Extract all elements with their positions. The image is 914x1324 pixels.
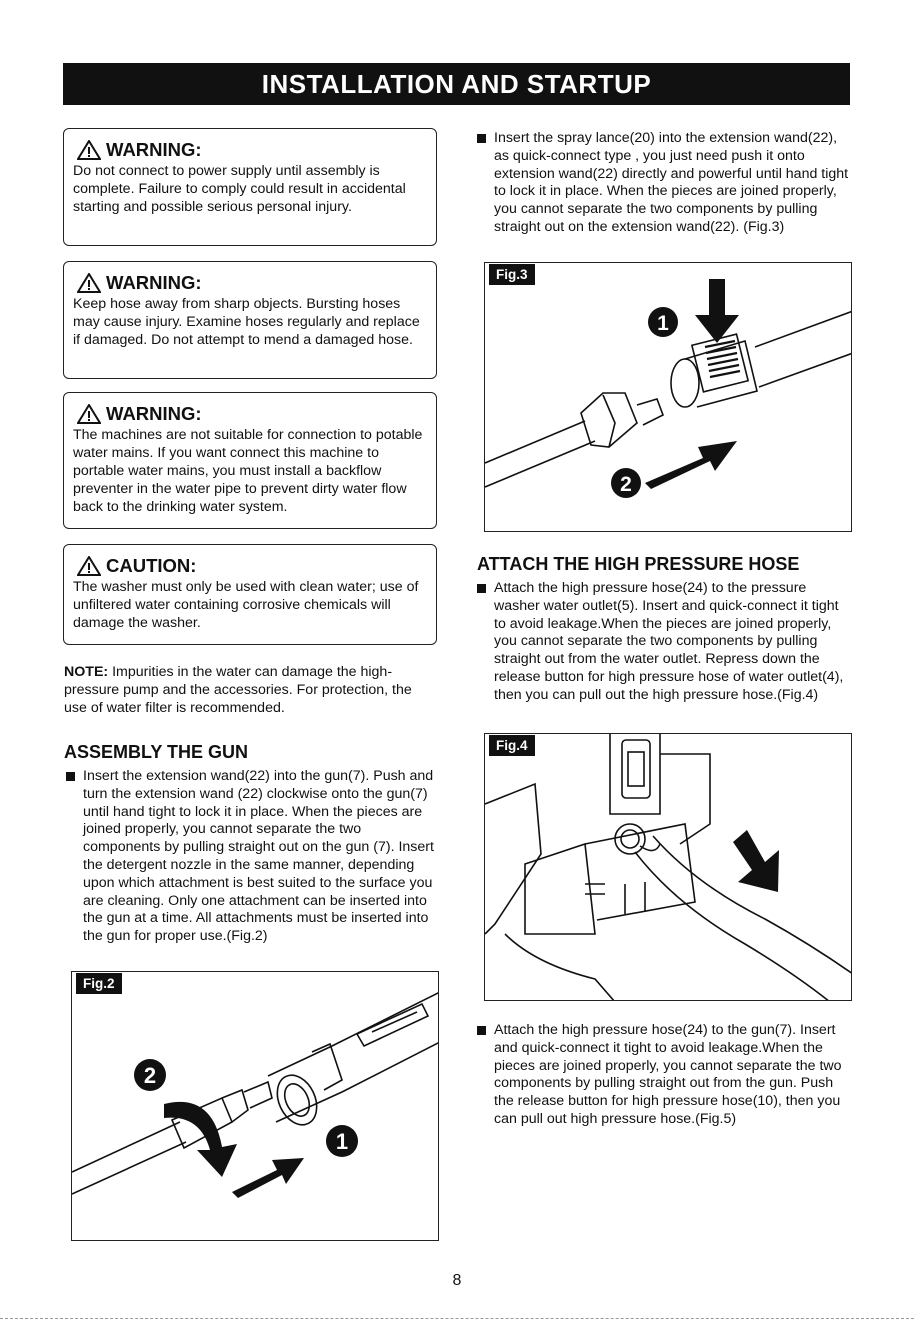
warning-triangle-icon (77, 556, 101, 576)
warning-box-hose: WARNING: Keep hose away from sharp objec… (63, 261, 437, 379)
warning-title-text: WARNING: (106, 272, 202, 293)
warning-title: WARNING: (77, 139, 428, 161)
warning-text: Do not connect to power supply until ass… (73, 163, 406, 215)
hose-text-2: Attach the high pressure hose(24) to the… (494, 1022, 842, 1127)
warning-triangle-icon (77, 404, 101, 424)
figure-label: Fig.3 (489, 264, 535, 285)
figure-2: Fig.2 2 1 (71, 971, 439, 1241)
caution-title-text: CAUTION: (106, 555, 197, 576)
warning-box-assembly: WARNING: Do not connect to power supply … (63, 128, 437, 246)
step-2-badge: 2 (620, 473, 632, 496)
note-label: NOTE: (64, 664, 109, 680)
page-edge-divider (0, 1318, 914, 1319)
warning-triangle-icon (77, 140, 101, 160)
step-1-badge: 1 (657, 312, 669, 335)
figure-3: Fig.3 1 2 (484, 262, 852, 532)
figure-label: Fig.4 (489, 735, 535, 756)
gun-assembly-illustration: 2 1 (72, 992, 438, 1198)
step-1-badge: 1 (336, 1129, 348, 1154)
hose-bullet-2: Attach the high pressure hose(24) to the… (477, 1022, 852, 1129)
spray-lance-illustration: 1 2 (485, 279, 851, 498)
water-outlet-illustration (485, 734, 851, 1000)
spray-lance-text: Insert the spray lance(20) into the exte… (494, 130, 849, 235)
warning-title: WARNING: (77, 403, 428, 425)
bullet-square-icon (477, 1026, 486, 1035)
warning-title-text: WARNING: (106, 139, 202, 160)
warning-text: Keep hose away from sharp objects. Burst… (73, 296, 420, 348)
hose-text-1: Attach the high pressure hose(24) to the… (494, 580, 844, 703)
bullet-square-icon (477, 134, 486, 143)
bullet-square-icon (477, 584, 486, 593)
spray-lance-bullet: Insert the spray lance(20) into the exte… (477, 130, 852, 237)
hose-bullet-1: Attach the high pressure hose(24) to the… (477, 580, 852, 705)
bullet-square-icon (66, 772, 75, 781)
figure-4: Fig.4 (484, 733, 852, 1001)
step-2-badge: 2 (144, 1063, 156, 1088)
caution-title: CAUTION: (77, 555, 428, 577)
warning-box-water-mains: WARNING: The machines are not suitable f… (63, 392, 437, 529)
warning-title: WARNING: (77, 272, 428, 294)
page-number: 8 (452, 1272, 462, 1289)
caution-text: The washer must only be used with clean … (73, 579, 419, 631)
note-paragraph: NOTE: Impurities in the water can damage… (64, 663, 436, 717)
caution-box: CAUTION: The washer must only be used wi… (63, 544, 437, 645)
warning-title-text: WARNING: (106, 403, 202, 424)
hose-heading: ATTACH THE HIGH PRESSURE HOSE (477, 554, 800, 574)
warning-triangle-icon (77, 273, 101, 293)
assembly-heading: ASSEMBLY THE GUN (64, 742, 249, 762)
assembly-text: Insert the extension wand(22) into the g… (83, 768, 434, 945)
warning-text: The machines are not suitable for connec… (73, 427, 423, 515)
figure-label: Fig.2 (76, 973, 122, 994)
note-text: Impurities in the water can damage the h… (64, 664, 412, 716)
page-title: INSTALLATION AND STARTUP (63, 63, 850, 105)
assembly-bullet: Insert the extension wand(22) into the g… (66, 768, 438, 946)
